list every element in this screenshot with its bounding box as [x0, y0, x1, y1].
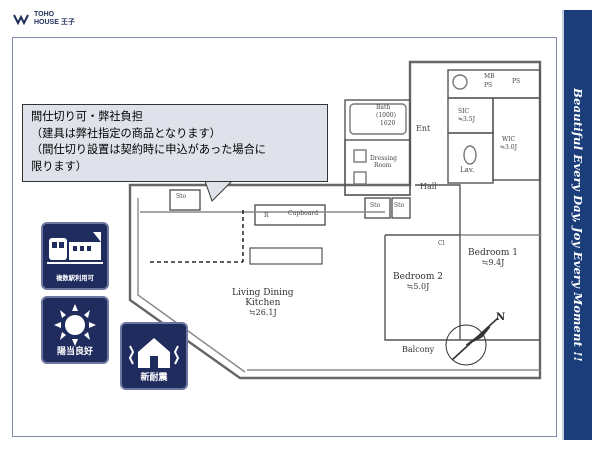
lavatory-label: Lav.	[460, 166, 475, 174]
hall-label: Hall	[420, 182, 437, 191]
side-banner: Beautiful Every Day, Joy Every Moment !!	[562, 10, 592, 440]
ps-label: PS	[484, 82, 493, 89]
badge-earthquake-resistant: 新耐震	[120, 322, 188, 390]
badge-multiple-stations: 複数駅利用可	[41, 222, 109, 290]
floor-plan-frame	[12, 37, 557, 437]
banner-slogan: Beautiful Every Day, Joy Every Moment !!	[571, 88, 585, 362]
dressing-label-2: Room	[374, 162, 392, 169]
ps-label-2: PS	[512, 78, 521, 85]
sun-icon	[54, 304, 96, 346]
storage-label-3: Sto	[394, 202, 405, 209]
sic-label: SIC	[458, 108, 470, 115]
mb-label: MB	[484, 73, 495, 80]
compass-icon	[445, 317, 499, 366]
dressing-label: Dressing	[370, 155, 398, 162]
north-label: N	[496, 312, 506, 323]
bedroom1-label: Bedroom 1 ≒9.4J	[468, 248, 518, 267]
storage-label-2: Sto	[370, 202, 381, 209]
train-icon	[47, 232, 103, 264]
wic-label: WIC	[502, 136, 516, 143]
sic-size: ≒3.5J	[458, 116, 475, 123]
badge-sunny: 陽当良好	[41, 296, 109, 364]
bath-size: (1000)	[376, 112, 396, 119]
cupboard-label: Cupboard	[288, 210, 319, 217]
bath-label: Bath	[376, 104, 391, 111]
bedroom2-label: Bedroom 2 ≒5.0J	[393, 272, 443, 291]
ldk-label: Living Dining Kitchen ≒26.1J	[232, 288, 294, 317]
bath-size-2: 1620	[380, 120, 396, 127]
partition-note: 間仕切り可・弊社負担 （建具は弊社指定の商品となります） （間仕切り設置は契約時…	[22, 104, 328, 182]
storage-label-1: Sto	[176, 193, 187, 200]
wic-size: ≒3.0J	[500, 144, 517, 151]
toho-logo-icon	[13, 14, 29, 26]
entrance-label: Ent	[416, 124, 431, 133]
closet-label: Cl	[438, 240, 445, 247]
refrigerator-label: R	[264, 212, 269, 219]
house-icon	[128, 338, 180, 368]
brand-logo: TOHO HOUSE 王子	[12, 10, 75, 28]
brand-name: TOHO HOUSE 王子	[34, 11, 75, 26]
balcony-label: Balcony	[402, 345, 435, 354]
